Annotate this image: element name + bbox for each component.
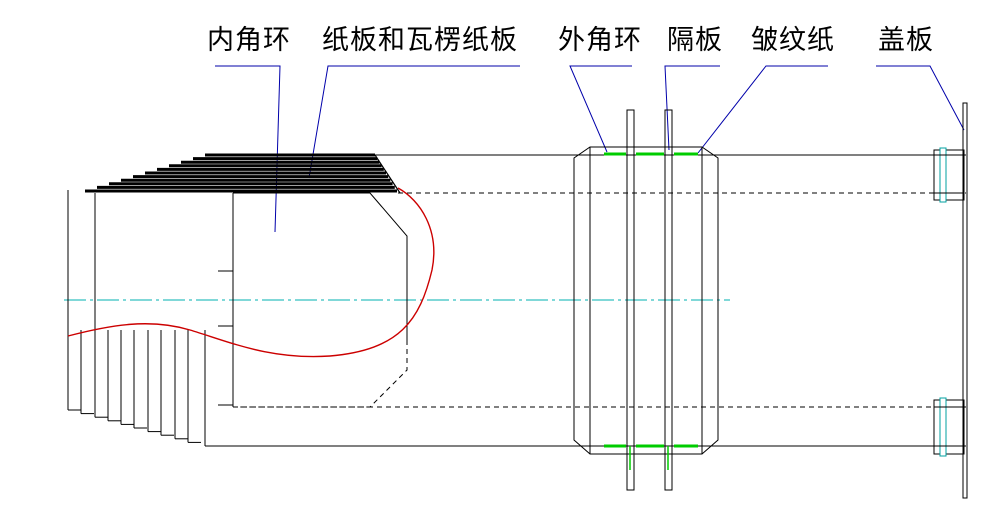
cover-plate [933, 102, 968, 499]
inner-ring-outline-hidden [233, 340, 408, 408]
leader-partition [664, 65, 720, 151]
bolt-top [933, 147, 965, 203]
leader-paper-board [308, 65, 520, 179]
paper-board-stack [85, 153, 401, 194]
crepe-paper-strips [604, 152, 698, 470]
bolt-bottom-shank [939, 397, 947, 457]
bolt-bottom-flange [933, 399, 965, 455]
label-crepe-paper: 皱纹纸 [751, 25, 835, 56]
paper-board-edge [374, 154, 401, 194]
partition-plate-2 [664, 109, 673, 491]
tube-body [205, 154, 966, 447]
partitions [626, 109, 673, 491]
leader-inner-ring [215, 65, 281, 233]
bolt-top-flange [933, 149, 965, 201]
leader-crepe-paper [697, 65, 828, 154]
break-curve [67, 187, 435, 358]
inner-ring-outline [233, 192, 408, 340]
leader-outer-ring [569, 65, 632, 153]
label-cover-plate: 盖板 [878, 25, 934, 56]
label-inner-ring: 内角环 [207, 25, 291, 56]
bolt-top-shank [939, 147, 947, 203]
cover-plate-body [962, 102, 968, 499]
board-ends [67, 190, 206, 446]
partition-plate-1 [626, 109, 635, 491]
leader-cover-plate [876, 65, 965, 131]
label-partition: 隔板 [667, 25, 723, 56]
bolt-bottom [933, 397, 965, 457]
label-outer-ring: 外角环 [558, 25, 642, 56]
label-paper-board: 纸板和瓦楞纸板 [322, 25, 518, 56]
outer-ring [573, 146, 719, 455]
